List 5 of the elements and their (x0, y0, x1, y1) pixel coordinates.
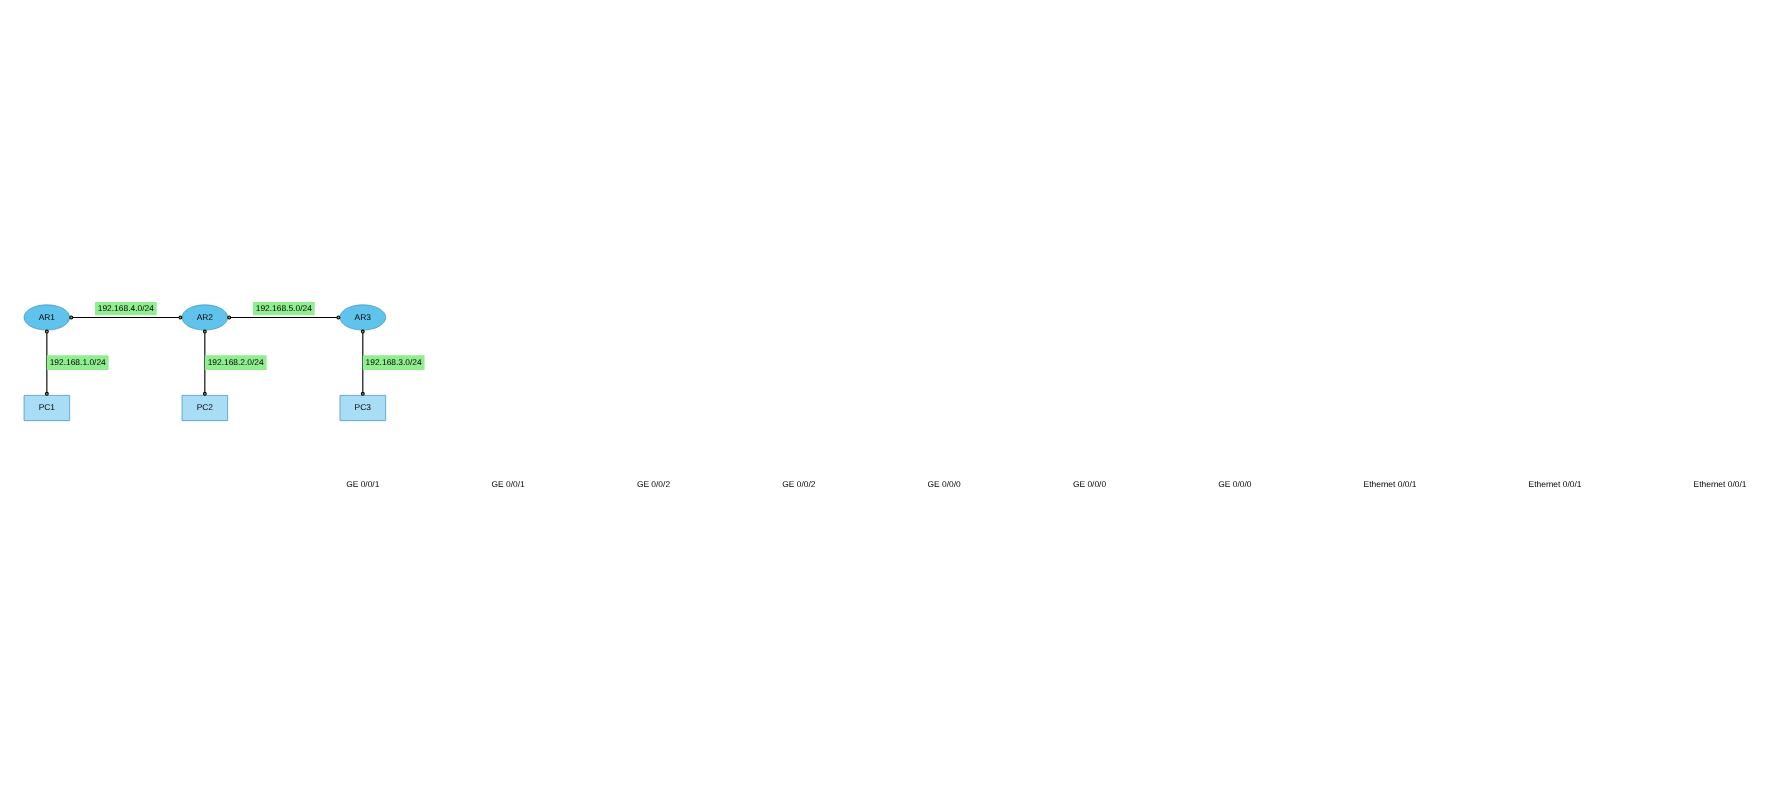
connector (68, 315, 182, 320)
connector (43, 329, 48, 396)
connector (226, 315, 340, 320)
connector (201, 329, 206, 396)
connector (359, 329, 364, 396)
